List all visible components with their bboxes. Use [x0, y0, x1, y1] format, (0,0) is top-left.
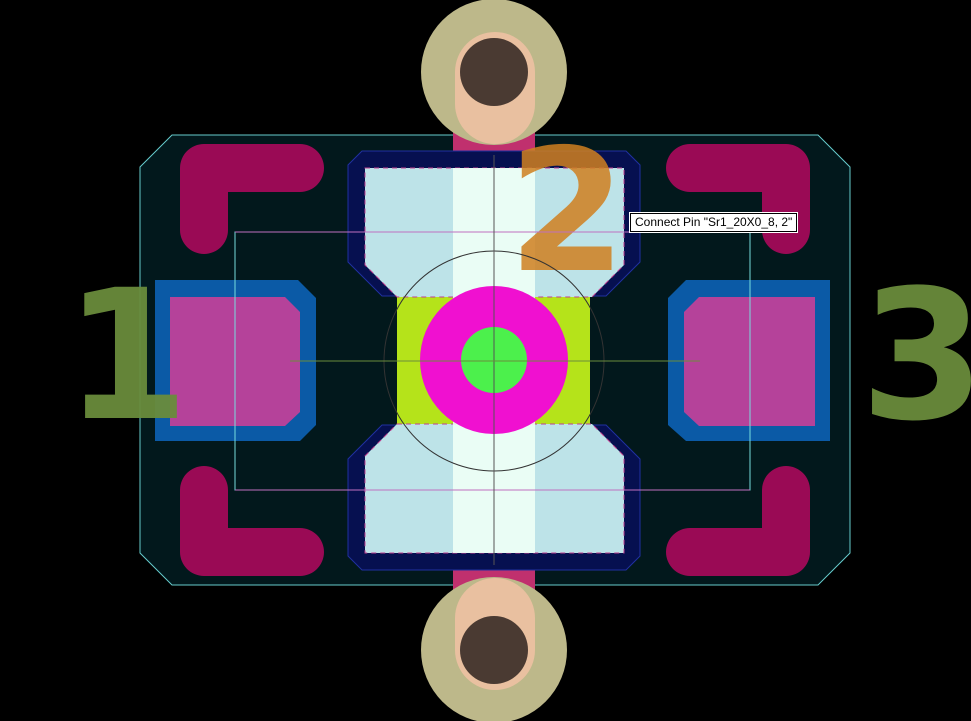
silk-label-3: 3 — [860, 252, 971, 461]
silk-label-1: 1 — [64, 252, 189, 461]
via-bottom-hole — [460, 616, 528, 684]
corner-bottom-left — [180, 466, 324, 576]
corner-bottom-right — [666, 466, 810, 576]
connect-pin-tooltip: Connect Pin "Sr1_20X0_8, 2" — [628, 212, 799, 233]
via-top-hole — [460, 38, 528, 106]
corner-top-left — [180, 144, 324, 254]
corner-top-right — [666, 144, 810, 254]
via-top[interactable] — [421, 0, 567, 145]
silk-label-2: 2 — [508, 113, 626, 311]
silk-corner-brackets — [180, 144, 810, 576]
via-bottom[interactable] — [421, 577, 567, 721]
